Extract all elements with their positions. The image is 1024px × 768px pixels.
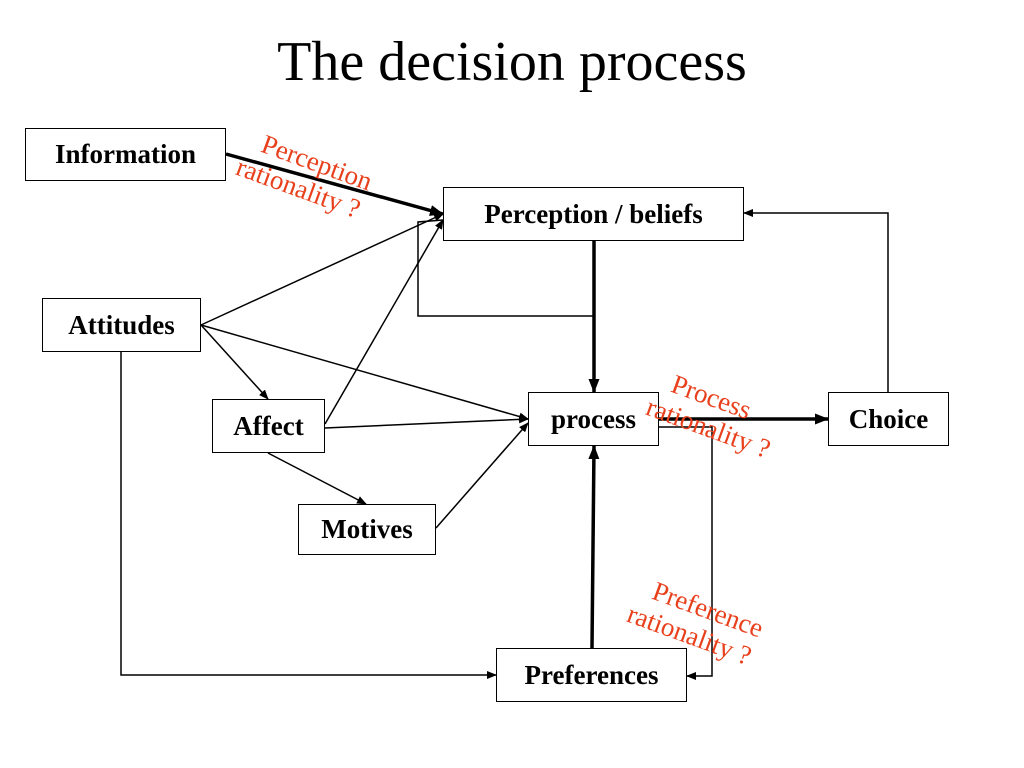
edge-attitudes-perception (200, 213, 444, 326)
node-preferences: Preferences (496, 648, 687, 702)
node-affect: Affect (212, 399, 325, 453)
edge-affect-process (324, 415, 529, 429)
edge-motives-process (435, 422, 529, 529)
edge-choice-perception (743, 209, 889, 392)
edge-preferences-process (588, 445, 600, 649)
edge-attitudes-preferences (117, 343, 497, 679)
node-information: Information (25, 128, 226, 181)
node-perception-beliefs: Perception / beliefs (443, 187, 744, 241)
edge-process-preferences (659, 426, 713, 680)
page-title: The decision process (277, 31, 747, 93)
edge-affect-perception (324, 219, 444, 425)
edge-perception-loop (417, 219, 594, 317)
edge-information-perception (225, 152, 444, 216)
node-process: process (528, 392, 659, 446)
edge-affect-motives (267, 452, 367, 505)
node-choice: Choice (828, 392, 949, 446)
node-motives: Motives (298, 504, 436, 555)
edge-attitudes-affect (200, 324, 269, 400)
node-attitudes: Attitudes (42, 298, 201, 352)
